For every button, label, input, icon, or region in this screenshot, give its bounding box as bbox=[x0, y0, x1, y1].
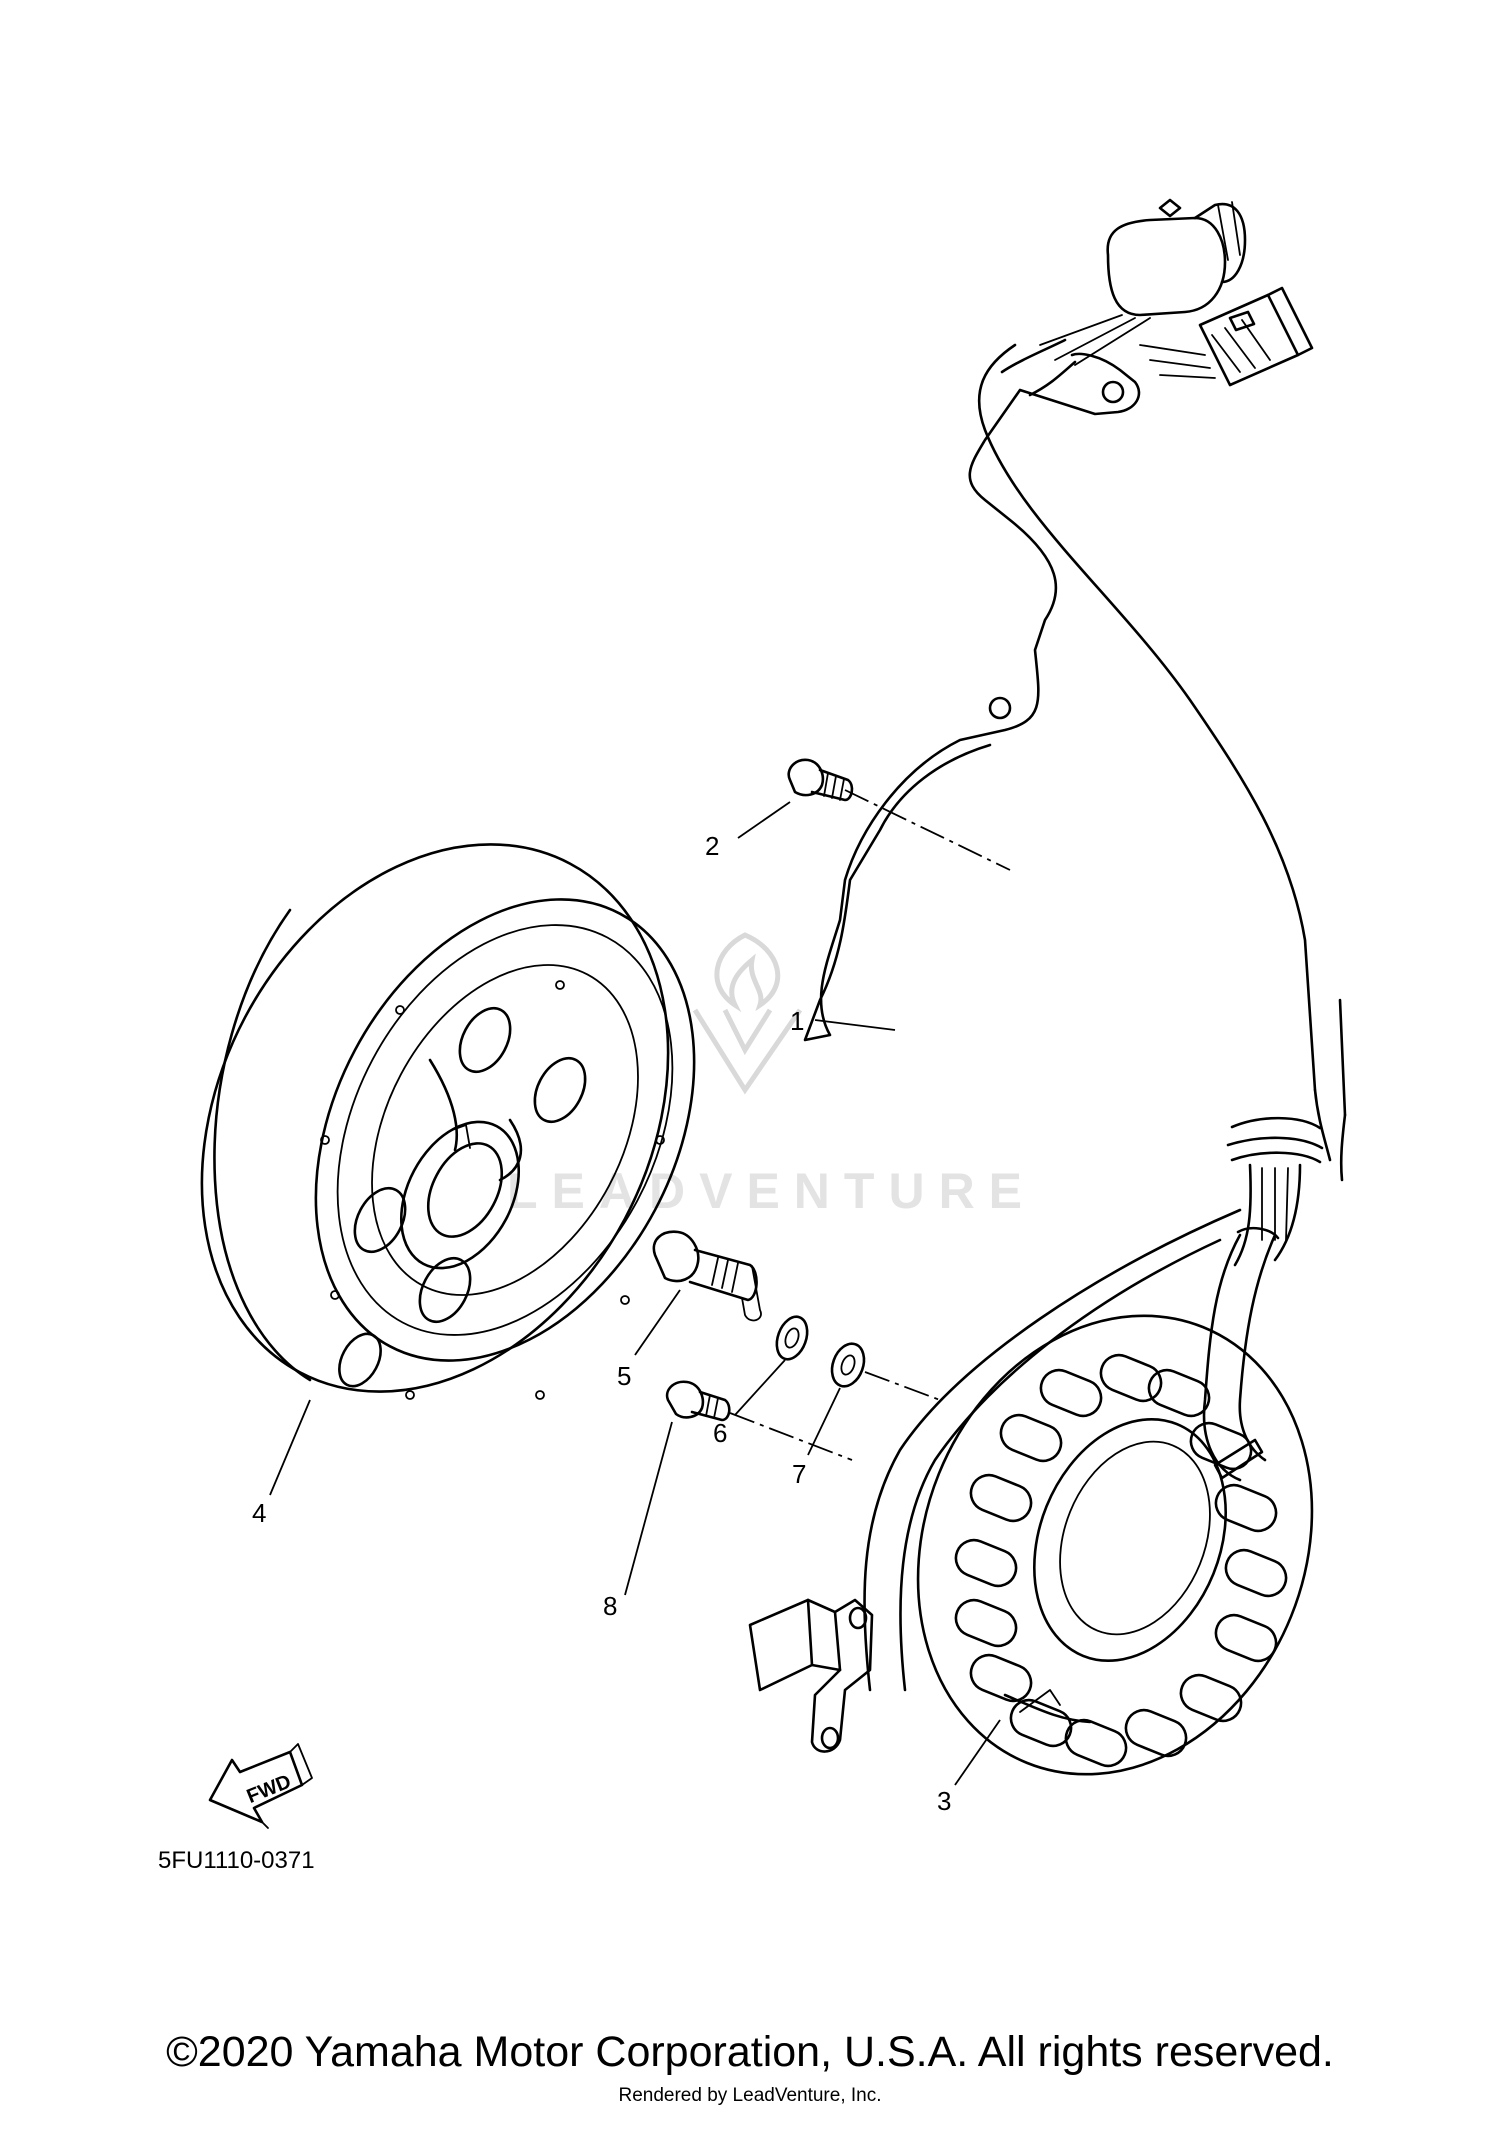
callout-4: 4 bbox=[252, 1498, 266, 1528]
leader-line-4 bbox=[269, 1399, 311, 1496]
leader-line-5 bbox=[634, 1289, 681, 1356]
watermark-text: LEADVENTURE bbox=[507, 1163, 1036, 1219]
leader-line-2 bbox=[737, 801, 791, 839]
part-8-screw bbox=[665, 1380, 731, 1422]
small-connector bbox=[1139, 286, 1314, 387]
leader-washer-7-to-stator bbox=[864, 1371, 941, 1401]
part-5-bolt bbox=[652, 1230, 762, 1322]
coupler-connector bbox=[1039, 198, 1247, 366]
leader-screw-8-to-pickup bbox=[729, 1412, 853, 1461]
callout-6: 6 bbox=[713, 1418, 727, 1448]
leader-line-6 bbox=[734, 1359, 786, 1416]
leader-line-1 bbox=[814, 1019, 896, 1031]
rendered-by-credit: Rendered by LeadVenture, Inc. bbox=[618, 2085, 882, 2106]
part-3-stator bbox=[916, 1314, 1314, 1776]
leader-line-3 bbox=[954, 1719, 1001, 1786]
wire-harness bbox=[863, 338, 1347, 1692]
diagram-code: 5FU1110-0371 bbox=[158, 1847, 315, 1874]
callout-1: 1 bbox=[790, 1006, 804, 1036]
part-2-screw bbox=[787, 758, 854, 802]
fwd-direction-arrow: FWD bbox=[208, 1743, 313, 1829]
callout-3: 3 bbox=[937, 1786, 951, 1816]
part-6-washer bbox=[775, 1315, 809, 1361]
part-4-rotor bbox=[200, 843, 696, 1400]
part-1-bracket bbox=[803, 352, 1141, 1042]
copyright-notice: ©2020 Yamaha Motor Corporation, U.S.A. A… bbox=[166, 2028, 1334, 2076]
leader-line-8 bbox=[624, 1421, 673, 1596]
callout-5: 5 bbox=[617, 1361, 631, 1391]
leader-screw-2-to-bracket bbox=[844, 789, 1011, 871]
callout-8: 8 bbox=[603, 1591, 617, 1621]
callout-2: 2 bbox=[705, 831, 719, 861]
fwd-label: FWD bbox=[244, 1771, 294, 1808]
callout-7: 7 bbox=[792, 1459, 806, 1489]
pickup-coil bbox=[748, 1598, 874, 1753]
part-7-washer bbox=[830, 1342, 866, 1388]
leadventure-watermark-logo: LEADVENTURE bbox=[507, 932, 1036, 1219]
leader-line-7 bbox=[807, 1387, 841, 1456]
